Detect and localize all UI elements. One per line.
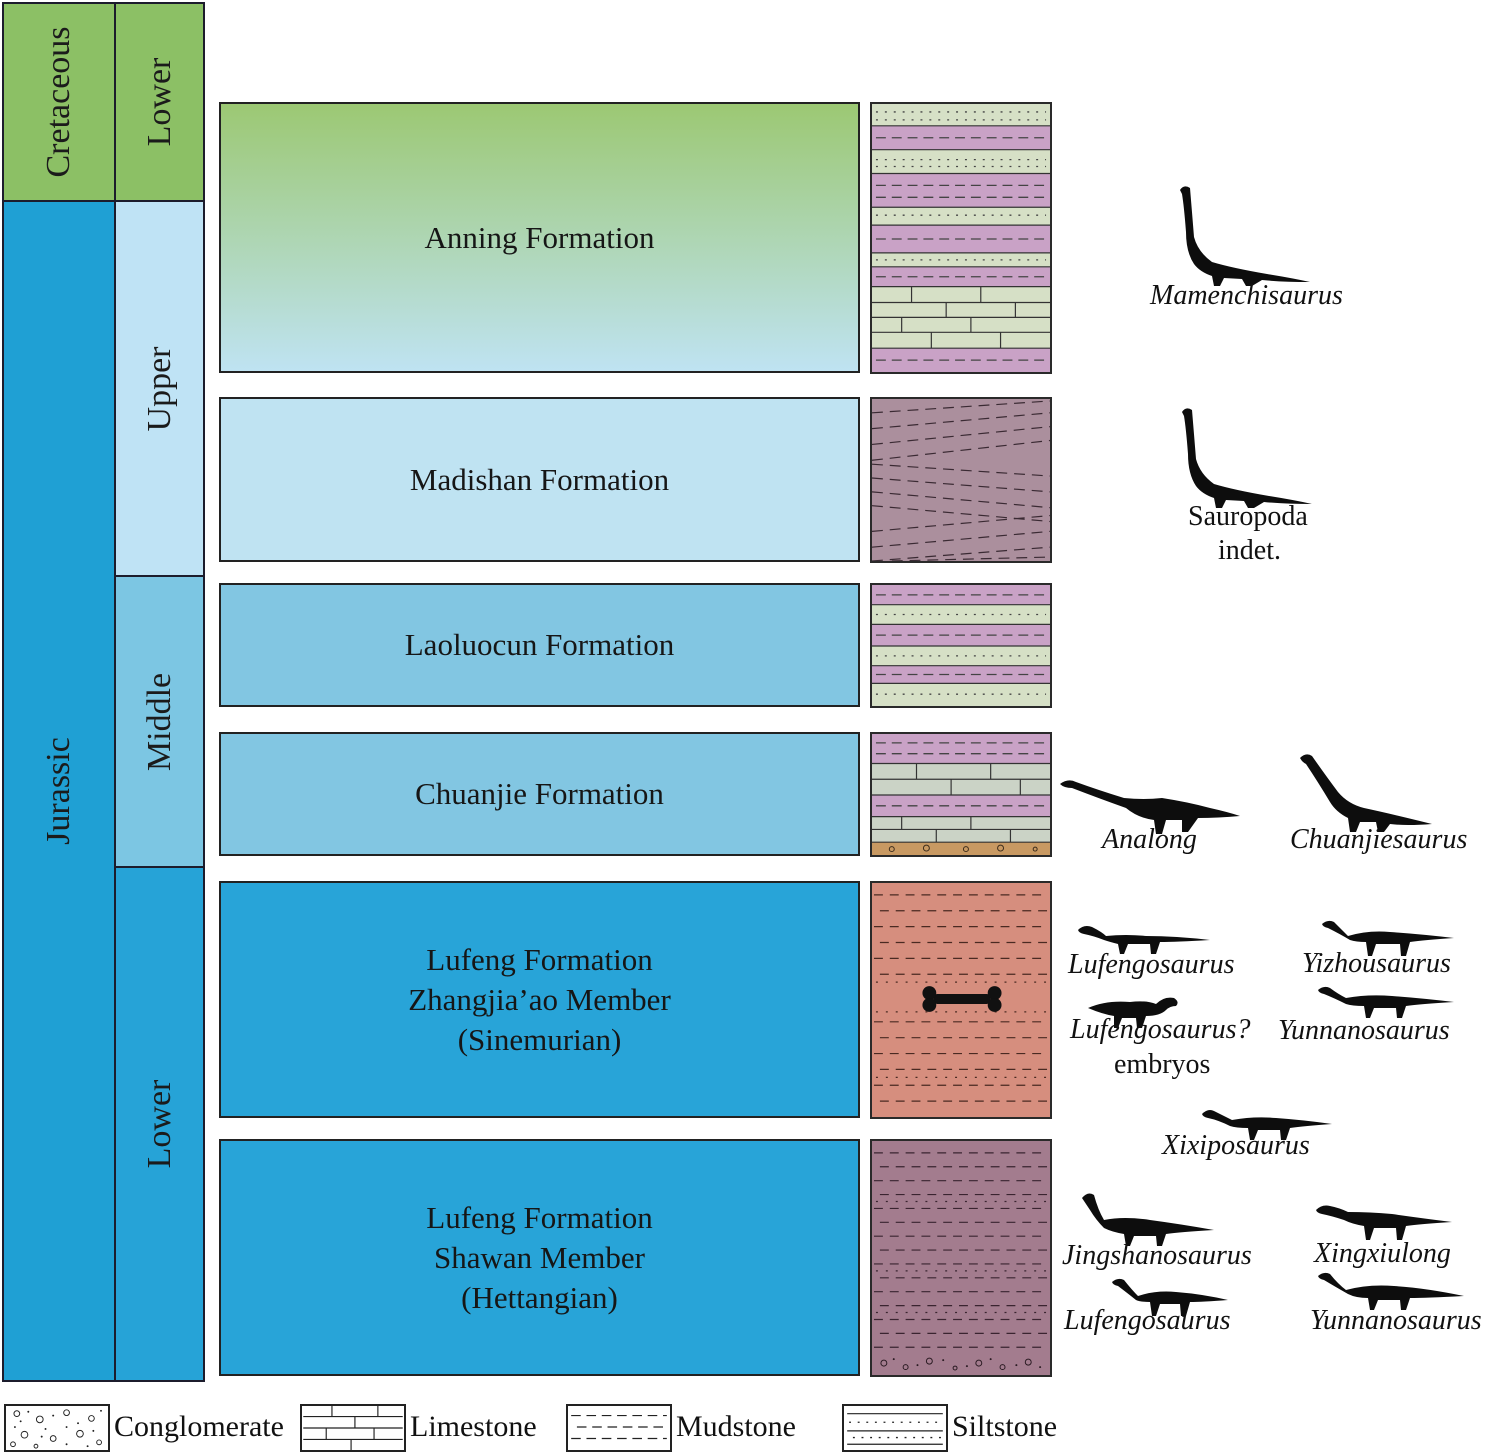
- lithology-madishan: [870, 397, 1052, 563]
- formation-lufeng-zhangjiaao: Lufeng Formation Zhangjia’ao Member (Sin…: [219, 881, 860, 1118]
- member-name: Zhangjia’ao Member: [408, 981, 671, 1017]
- taxon-analong: Analong: [1102, 824, 1197, 855]
- lithology-zhangjiaao: [870, 881, 1052, 1119]
- epoch-label: Middle: [140, 672, 178, 771]
- taxon-xixiposaurus: Xixiposaurus: [1162, 1130, 1310, 1161]
- bone-icon: [922, 986, 1002, 1012]
- taxon-yunnanosaurus: Yunnanosaurus: [1310, 1305, 1482, 1336]
- formation-name: Anning Formation: [424, 219, 655, 255]
- period-label: Cretaceous: [40, 26, 77, 178]
- taxon-chuanjiesaurus: Chuanjiesaurus: [1290, 824, 1468, 855]
- formation-madishan: Madishan Formation: [219, 397, 860, 562]
- lithology-shawan-svg: [872, 1141, 1050, 1375]
- lithology-shawan: [870, 1139, 1052, 1377]
- legend-conglomerate-label: Conglomerate: [114, 1410, 284, 1443]
- epoch-label: Upper: [140, 346, 178, 431]
- sauropod-silhouette-icon: [1300, 754, 1432, 832]
- lithology-zhangjiaao-svg: [872, 883, 1050, 1117]
- mudstone-pattern-icon: [571, 1414, 667, 1440]
- formation-name: Lufeng Formation: [426, 1199, 653, 1235]
- formation-laoluocun: Laoluocun Formation: [219, 583, 860, 707]
- sauropod-silhouette-icon: [1182, 408, 1312, 508]
- formation-name: Madishan Formation: [409, 461, 670, 497]
- period-label: Jurassic: [40, 737, 77, 845]
- stage-name: (Hettangian): [461, 1279, 618, 1315]
- member-name: Shawan Member: [434, 1239, 645, 1275]
- taxon-yunnanosaurus: Yunnanosaurus: [1278, 1015, 1450, 1046]
- prosauropod-silhouette-icon: [1112, 1278, 1228, 1316]
- taxon-sauropoda-indet: indet.: [1218, 535, 1281, 566]
- lithology-anning-svg: [872, 104, 1050, 372]
- prosauropod-silhouette-icon: [1316, 1205, 1452, 1240]
- stage-name: (Sinemurian): [457, 1021, 622, 1057]
- prosauropod-silhouette-icon: [1078, 926, 1210, 954]
- taxon-lufengosaurus: Lufengosaurus: [1064, 1305, 1231, 1336]
- lithology-laoluocun-svg: [872, 585, 1050, 706]
- formation-name: Laoluocun Formation: [404, 627, 675, 662]
- sauropod-silhouette-icon: [1180, 186, 1310, 286]
- lithology-chuanjie-svg: [872, 734, 1050, 855]
- legend-conglomerate-swatch: [4, 1404, 110, 1452]
- period-jurassic: Jurassic: [2, 200, 116, 1382]
- lithology-anning: [870, 102, 1052, 374]
- siltstone-pattern-icon: [847, 1413, 943, 1445]
- period-cretaceous: Cretaceous: [2, 2, 116, 202]
- epoch-middle-jurassic: Middle: [114, 575, 205, 868]
- embryo-silhouette-icon: [1088, 997, 1178, 1028]
- formation-lufeng-shawan: Lufeng Formation Shawan Member (Hettangi…: [219, 1139, 860, 1376]
- conglomerate-pattern-icon: [10, 1409, 102, 1449]
- legend-limestone-swatch: [300, 1404, 406, 1452]
- taxon-mamenchisaurus: Mamenchisaurus: [1150, 280, 1343, 311]
- formation-anning: Anning Formation: [219, 102, 860, 373]
- taxon-jingshanosaurus: Jingshanosaurus: [1062, 1240, 1252, 1271]
- taxon-sauropoda: Sauropoda: [1188, 501, 1308, 532]
- legend-mudstone-label: Mudstone: [676, 1410, 796, 1443]
- sauropodomorph-silhouette-icon: [1060, 780, 1240, 834]
- prosauropod-silhouette-icon: [1318, 1272, 1464, 1310]
- legend-siltstone-swatch: [842, 1404, 948, 1452]
- taxon-xingxiulong: Xingxiulong: [1314, 1238, 1451, 1269]
- epoch-label: Lower: [140, 57, 178, 147]
- epoch-lower-cretaceous: Lower: [114, 2, 205, 202]
- legend-siltstone-label: Siltstone: [952, 1410, 1058, 1443]
- taxon-yizhousaurus: Yizhousaurus: [1302, 948, 1451, 979]
- taxon-embryos: embryos: [1114, 1049, 1211, 1080]
- lithology-madishan-svg: [872, 399, 1050, 561]
- prosauropod-silhouette-icon: [1202, 1110, 1332, 1140]
- formation-name: Chuanjie Formation: [415, 776, 664, 811]
- legend-mudstone-swatch: [566, 1404, 672, 1452]
- formation-chuanjie: Chuanjie Formation: [219, 732, 860, 856]
- prosauropod-silhouette-icon: [1082, 1193, 1214, 1246]
- legend-limestone-label: Limestone: [410, 1410, 537, 1443]
- epoch-label: Lower: [140, 1079, 178, 1169]
- epoch-upper-jurassic: Upper: [114, 200, 205, 577]
- prosauropod-silhouette-icon: [1322, 920, 1454, 956]
- lithology-chuanjie: [870, 732, 1052, 857]
- taxon-lufengosaurus: Lufengosaurus: [1068, 949, 1235, 980]
- lithology-laoluocun: [870, 583, 1052, 708]
- epoch-lower-jurassic: Lower: [114, 866, 205, 1382]
- taxon-lufengosaurus-embryos: Lufengosaurus?: [1070, 1014, 1251, 1045]
- limestone-pattern-icon: [303, 1406, 403, 1450]
- formation-name: Lufeng Formation: [426, 941, 653, 977]
- prosauropod-silhouette-icon: [1318, 986, 1454, 1018]
